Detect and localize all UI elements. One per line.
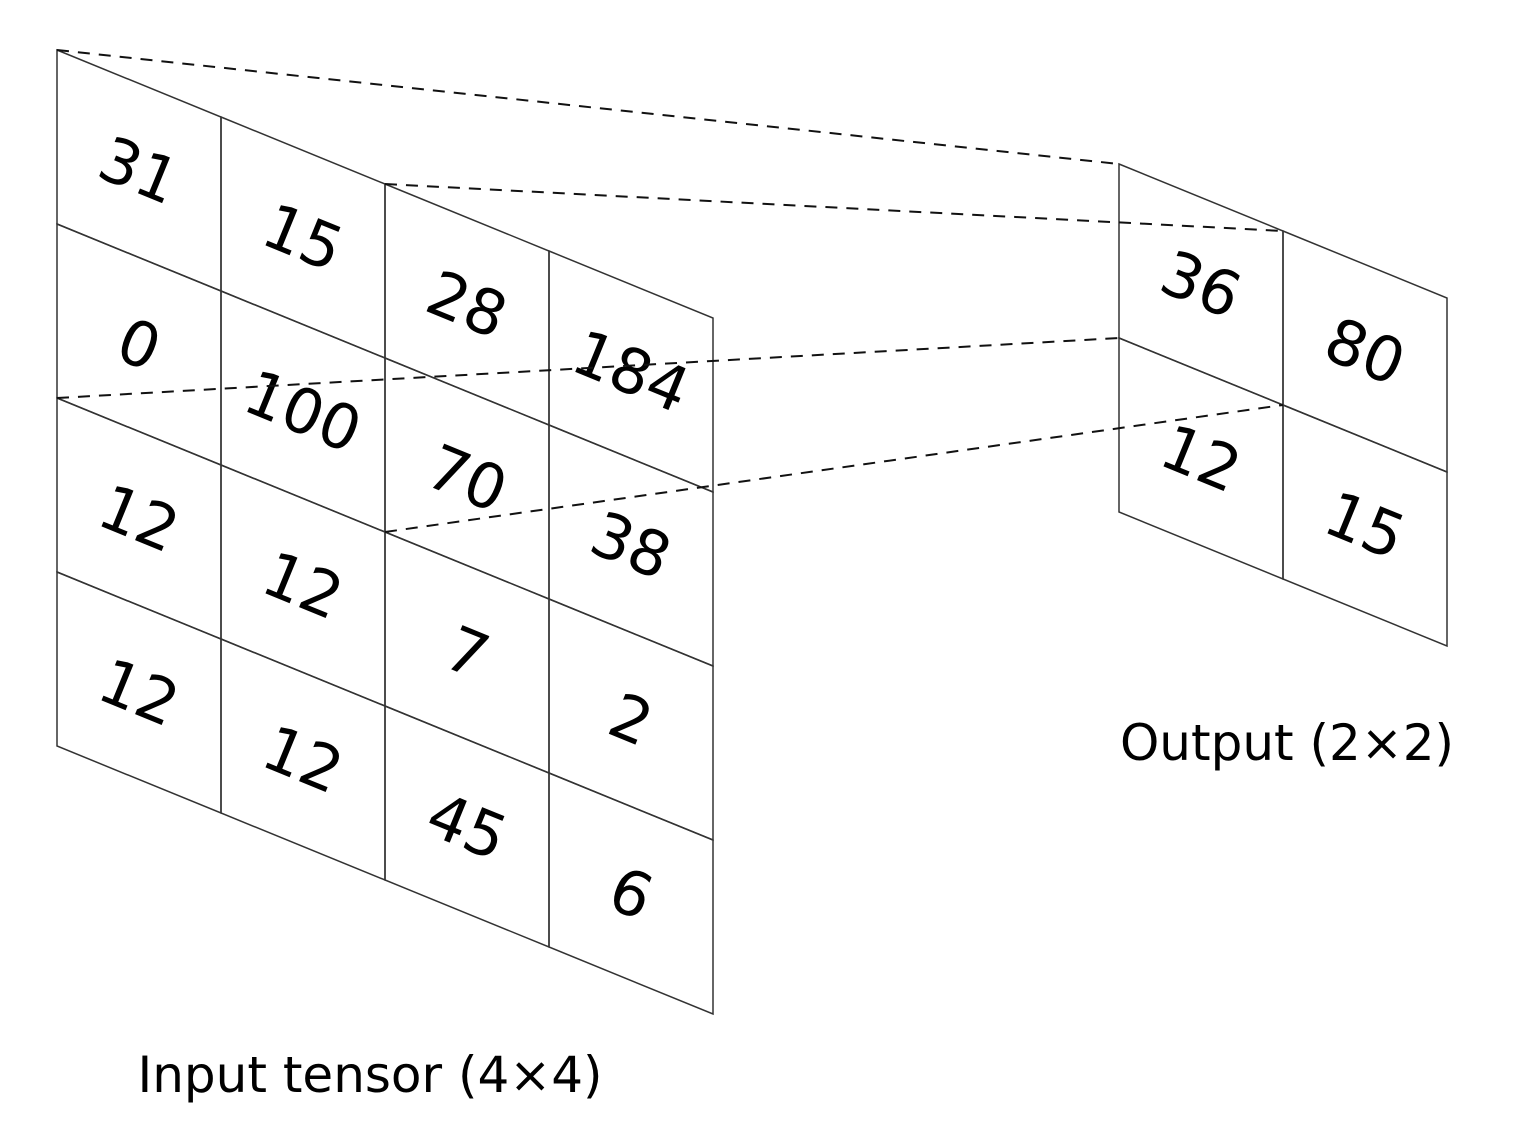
input-cell-value: 12: [89, 644, 190, 741]
input-cell-value: 70: [417, 430, 518, 527]
input-cell-value: 31: [89, 122, 190, 219]
output-cell-value: 36: [1151, 236, 1252, 333]
connector-lines: [56, 49, 1284, 533]
input-cell-value: 12: [253, 711, 354, 808]
output-cell-value: 12: [1151, 410, 1252, 507]
output-cell-value: 15: [1315, 477, 1416, 574]
connector-dashed-line: [56, 337, 1120, 399]
input-cell-value: 45: [417, 778, 518, 875]
input-tensor-label: Input tensor (4×4): [137, 1046, 602, 1104]
output-cell: [1282, 403, 1448, 648]
input-cell-value: 12: [253, 537, 354, 634]
input-cell-value: 15: [253, 189, 354, 286]
connector-dashed-line: [384, 404, 1284, 533]
input-cell-value: 6: [599, 852, 663, 934]
input-cell-value: 38: [581, 497, 682, 594]
output-cell-value: 80: [1315, 303, 1416, 400]
input-cell-value: 184: [562, 315, 699, 427]
connector-dashed-line: [56, 49, 1120, 165]
input-cell-value: 28: [417, 256, 518, 353]
input-cell: [548, 771, 714, 1016]
output-label: Output (2×2): [1120, 714, 1454, 772]
input-cell-value: 2: [599, 678, 663, 760]
input-cell-value: 0: [107, 303, 171, 385]
input-cell-value: 12: [89, 470, 190, 567]
input-cell-value: 7: [435, 611, 499, 693]
connector-dashed-line: [384, 183, 1284, 232]
input-cell-value: 100: [234, 355, 371, 467]
